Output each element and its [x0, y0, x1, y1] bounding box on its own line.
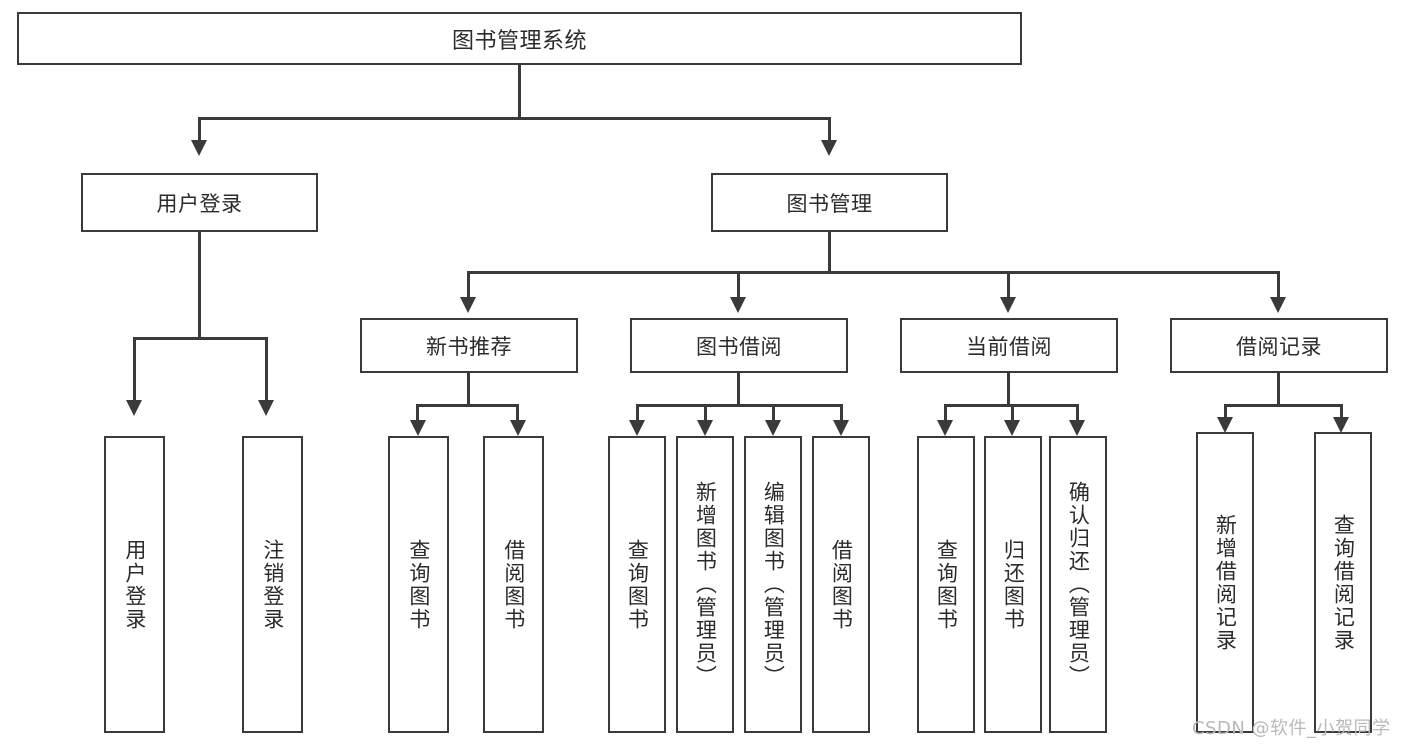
arrow-to-borrow-leaf-2: [697, 420, 713, 436]
leaf-label: 注销登录: [260, 538, 285, 631]
connector-root-stem: [518, 65, 521, 120]
leaf-borrow-query-book[interactable]: 查询图书: [608, 436, 666, 733]
leaf-current-confirm-return[interactable]: 确认归还（管理员）: [1049, 436, 1107, 733]
arrow-to-book-borrow: [730, 297, 746, 313]
leaf-label: 新增借阅记录: [1213, 513, 1238, 652]
connector-borrow-drop-3: [772, 404, 775, 424]
leaf-label: 归还图书: [1001, 538, 1026, 631]
connector-borrow-drop-4: [840, 404, 843, 424]
connector-borrow-bus: [636, 404, 842, 407]
arrow-to-current-leaf-2: [1004, 420, 1020, 436]
arrow-to-new-book-recommend: [460, 297, 476, 313]
connector-level2-drop-1: [467, 271, 470, 299]
node-label: 图书借阅: [696, 334, 782, 359]
connector-recommend-stem: [467, 373, 470, 406]
node-current-borrow[interactable]: 当前借阅: [900, 318, 1118, 373]
leaf-label: 用户登录: [122, 538, 147, 631]
connector-level1-drop-1: [198, 117, 201, 142]
connector-borrow-stem: [737, 373, 740, 406]
node-borrow-record[interactable]: 借阅记录: [1170, 318, 1388, 373]
node-label: 新书推荐: [426, 334, 512, 359]
connector-current-stem: [1007, 373, 1010, 406]
connector-borrow-drop-1: [636, 404, 639, 424]
leaf-label: 编辑图书（管理员）: [761, 481, 786, 688]
connector-user-login-stem: [198, 232, 201, 340]
leaf-current-return-book[interactable]: 归还图书: [984, 436, 1042, 733]
arrow-to-current-leaf-3: [1069, 420, 1085, 436]
connector-recommend-bus: [416, 404, 519, 407]
connector-record-bus: [1224, 404, 1342, 407]
connector-recommend-drop-1: [416, 404, 419, 424]
node-user-login[interactable]: 用户登录: [81, 173, 318, 232]
connector-level1-drop-2: [828, 117, 831, 142]
arrow-to-borrow-leaf-3: [765, 420, 781, 436]
arrow-to-logout-leaf: [258, 400, 274, 416]
arrow-to-record-leaf-1: [1217, 417, 1233, 433]
connector-record-drop-2: [1340, 404, 1343, 420]
node-label: 当前借阅: [966, 334, 1052, 359]
node-new-book-recommend[interactable]: 新书推荐: [360, 318, 578, 373]
node-label: 图书管理: [786, 191, 873, 216]
connector-level2-bus: [467, 271, 1279, 274]
leaf-record-query-record[interactable]: 查询借阅记录: [1314, 432, 1372, 733]
node-book-management[interactable]: 图书管理: [711, 173, 948, 232]
connector-current-drop-2: [1011, 404, 1014, 424]
connector-book-mgmt-stem: [828, 232, 831, 274]
node-label: 用户登录: [156, 191, 243, 216]
leaf-label: 借阅图书: [829, 538, 854, 631]
connector-record-drop-1: [1224, 404, 1227, 420]
connector-current-drop-3: [1076, 404, 1079, 424]
connector-recommend-drop-2: [516, 404, 519, 424]
leaf-borrow-add-book[interactable]: 新增图书（管理员）: [676, 436, 734, 733]
connector-level2-drop-4: [1277, 271, 1280, 299]
arrow-to-user-login: [191, 140, 207, 156]
leaf-current-query-book[interactable]: 查询图书: [917, 436, 975, 733]
node-book-borrow[interactable]: 图书借阅: [630, 318, 848, 373]
node-label: 图书管理系统: [451, 28, 587, 54]
leaf-label: 新增图书（管理员）: [693, 481, 718, 688]
arrow-to-borrow-leaf-4: [833, 420, 849, 436]
leaf-record-add-record[interactable]: 新增借阅记录: [1196, 432, 1254, 733]
arrow-to-borrow-leaf-1: [629, 420, 645, 436]
leaf-user-login[interactable]: 用户登录: [104, 436, 165, 733]
arrow-to-recommend-leaf-1: [410, 420, 426, 436]
connector-user-login-drop-2: [265, 337, 268, 402]
watermark-text: CSDN @软件_小贺同学: [1192, 718, 1391, 739]
connector-current-drop-1: [944, 404, 947, 424]
leaf-label: 查询借阅记录: [1331, 513, 1356, 652]
leaf-label: 查询图书: [406, 538, 431, 631]
node-label: 借阅记录: [1236, 334, 1322, 359]
leaf-borrow-borrow-book[interactable]: 借阅图书: [812, 436, 870, 733]
leaf-label: 查询图书: [934, 538, 959, 631]
leaf-borrow-edit-book[interactable]: 编辑图书（管理员）: [744, 436, 802, 733]
connector-level2-drop-3: [1007, 271, 1010, 299]
leaf-recommend-borrow-book[interactable]: 借阅图书: [483, 436, 544, 733]
leaf-recommend-query-book[interactable]: 查询图书: [388, 436, 449, 733]
arrow-to-current-borrow: [1000, 297, 1016, 313]
arrow-to-current-leaf-1: [937, 420, 953, 436]
connector-user-login-bus: [133, 337, 268, 340]
node-root-library-system[interactable]: 图书管理系统: [17, 12, 1022, 65]
arrow-to-borrow-record: [1270, 297, 1286, 313]
connector-level1-bus: [198, 117, 831, 120]
leaf-label: 借阅图书: [501, 538, 526, 631]
arrow-to-user-login-leaf: [126, 400, 142, 416]
connector-record-stem: [1277, 373, 1280, 406]
leaf-label: 查询图书: [625, 538, 650, 631]
connector-user-login-drop-1: [133, 337, 136, 402]
leaf-label: 确认归还（管理员）: [1066, 481, 1091, 688]
arrow-to-record-leaf-2: [1333, 417, 1349, 433]
arrow-to-recommend-leaf-2: [510, 420, 526, 436]
arrow-to-book-management: [821, 140, 837, 156]
leaf-logout[interactable]: 注销登录: [242, 436, 303, 733]
connector-borrow-drop-2: [704, 404, 707, 424]
connector-level2-drop-2: [737, 271, 740, 299]
